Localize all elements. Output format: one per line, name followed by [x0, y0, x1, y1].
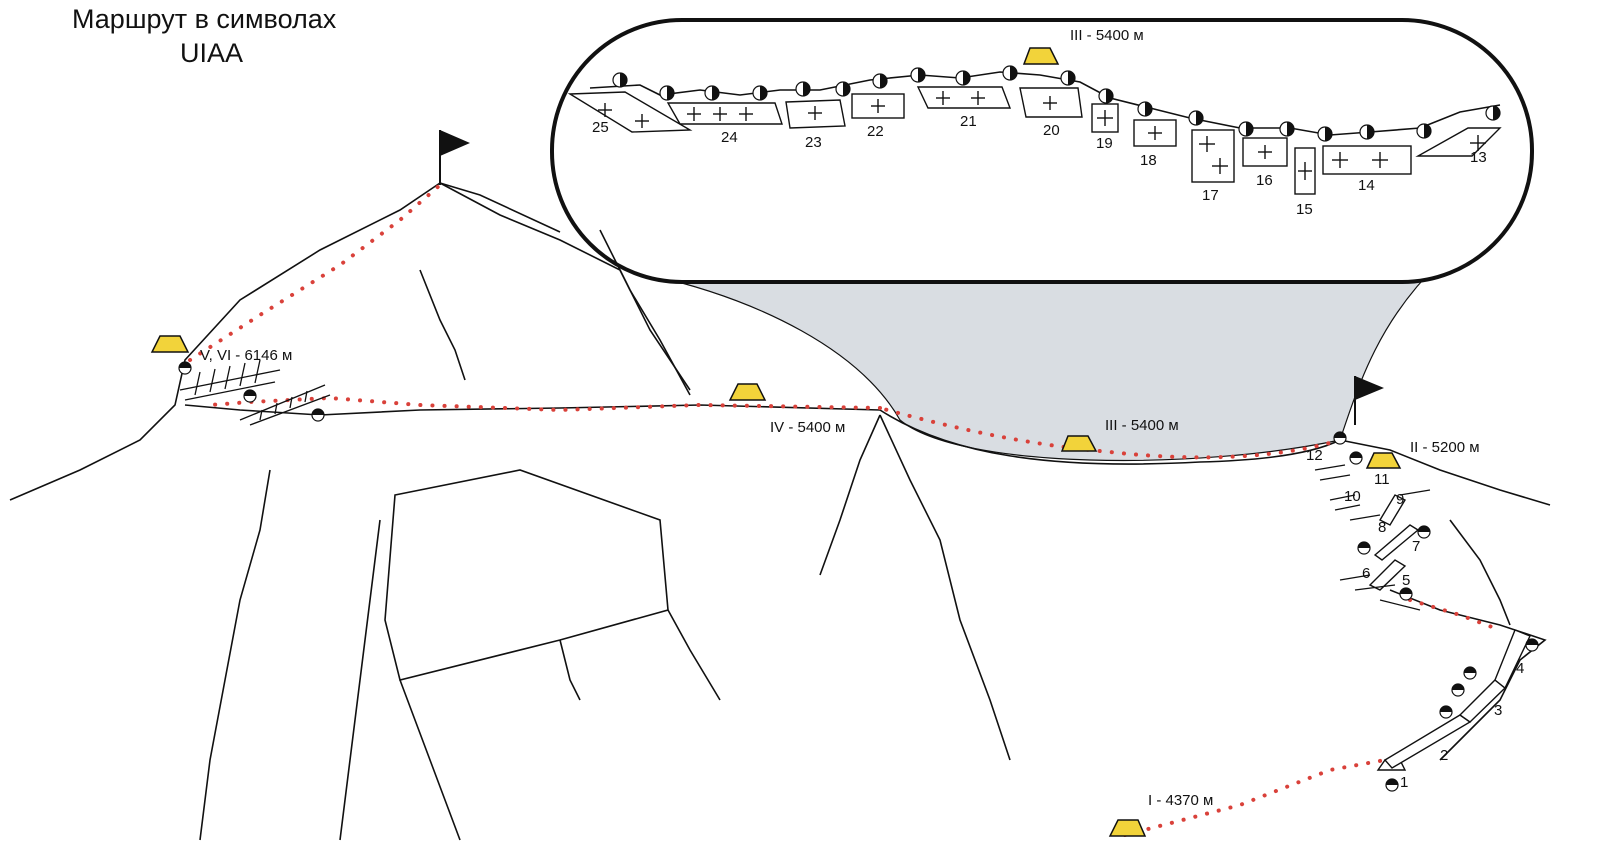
pitch-label-20: 20 [1043, 122, 1060, 139]
pitch-label-25: 25 [592, 119, 609, 136]
inset-ridge [589, 71, 1501, 136]
tent-icon [1060, 435, 1098, 452]
camp-label-1: I - 4370 м [1148, 792, 1213, 809]
rock-band-symbol [179, 359, 331, 426]
pitch-label-6: 6 [1362, 565, 1370, 582]
diagram-title-line2: UIAA [180, 38, 243, 68]
piton-anchor-icon [612, 65, 1501, 142]
camp-label-3-inset: III - 5400 м [1070, 27, 1144, 44]
pitch-label-21: 21 [960, 113, 977, 130]
pitch-label-3: 3 [1494, 702, 1502, 719]
tent-icon [1365, 452, 1402, 469]
inset-pitch-boxes [567, 86, 1502, 195]
pitch-label-11: 11 [1374, 471, 1390, 488]
tent-icon [150, 335, 190, 353]
pitch-label-22: 22 [867, 123, 884, 140]
lower-pitch-boxes [1368, 494, 1531, 771]
tent-icon [1022, 47, 1060, 65]
mountain-ridges [9, 182, 1551, 841]
pitch-label-14: 14 [1358, 177, 1375, 194]
pitch-label-8: 8 [1378, 519, 1386, 536]
inset-zoom-area [649, 261, 1442, 462]
tent-icon [1108, 819, 1147, 837]
pitch-label-7: 7 [1412, 538, 1420, 555]
pitch-label-1: 1 [1400, 774, 1408, 791]
pitch-label-2: 2 [1440, 747, 1448, 764]
pitch-label-15: 15 [1296, 201, 1313, 218]
pitch-label-23: 23 [805, 134, 822, 151]
pitch-label-4: 4 [1516, 660, 1524, 677]
pitch-label-18: 18 [1140, 152, 1157, 169]
lower-hatch-symbols [1314, 464, 1431, 611]
diagram-title-line1: Маршрут в символах [72, 4, 337, 34]
pitch-label-13: 13 [1470, 149, 1487, 166]
pitch-label-17: 17 [1202, 187, 1219, 204]
piton-anchor-icon [178, 361, 1539, 792]
pitch-label-12: 12 [1306, 447, 1323, 464]
summit-flag-icon [439, 130, 470, 185]
tent-icon [728, 383, 767, 401]
summit-flag-icon [1354, 376, 1384, 425]
pitch-label-9: 9 [1396, 491, 1404, 508]
camp-label-5-6: V, VI - 6146 м [200, 347, 292, 364]
camp-label-3: III - 5400 м [1105, 417, 1179, 434]
camp-label-4: IV - 5400 м [770, 419, 845, 436]
camp-label-2: II - 5200 м [1410, 439, 1480, 456]
pitch-label-5: 5 [1402, 572, 1410, 589]
pitch-label-16: 16 [1256, 172, 1273, 189]
pitch-label-24: 24 [721, 129, 738, 146]
pitch-label-19: 19 [1096, 135, 1113, 152]
pitch-label-10: 10 [1344, 488, 1361, 505]
